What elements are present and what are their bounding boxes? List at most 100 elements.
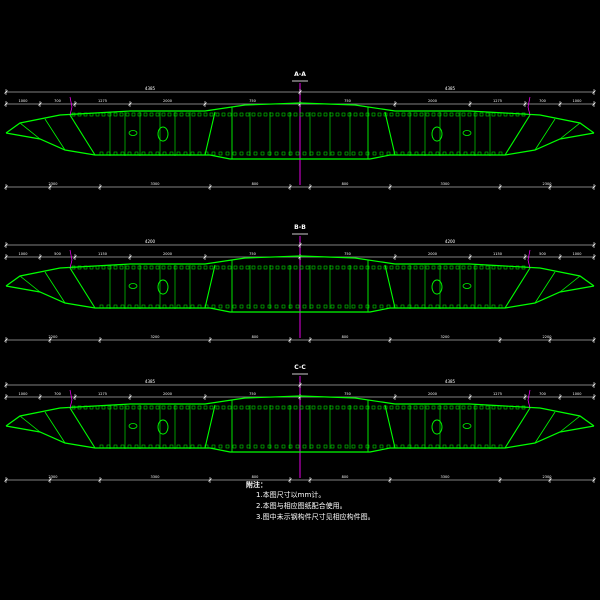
deck-u-rib [443,112,448,117]
bottom-u-rib [134,304,139,309]
dimension-tick [203,395,207,399]
bottom-u-rib [491,151,496,156]
deck-u-rib [161,265,166,270]
top-dim-value: 700 [539,392,546,396]
section-label: C-C [294,364,306,371]
deck-u-rib [83,405,88,410]
bottom-u-rib [267,444,272,449]
deck-u-rib [203,265,208,270]
deck-u-rib [221,405,226,410]
right-fairing-brace [559,122,581,140]
top-dim-value: 2000 [163,392,172,396]
deck-u-rib [317,405,322,410]
deck-u-rib [377,112,382,117]
top-dim-value: 750 [344,252,351,256]
deck-u-rib [221,265,226,270]
deck-u-rib [509,112,514,117]
dimension-tick [288,338,292,342]
bottom-u-rib [491,444,496,449]
dimension-tick [73,395,77,399]
deck-u-rib [251,405,256,410]
bottom-u-rib [239,151,244,156]
bottom-dim-value: 2300 [49,182,58,186]
bottom-u-rib [155,151,160,156]
bottom-u-rib [344,304,349,309]
deck-u-rib [191,405,196,410]
bottom-u-rib [134,151,139,156]
deck-u-rib [125,405,130,410]
bottom-u-rib [309,444,314,449]
deck-u-rib [311,112,316,117]
deck-u-rib [467,112,472,117]
deck-u-rib [515,112,520,117]
bottom-u-rib [477,151,482,156]
dimension-tick [498,478,502,482]
dimension-tick [592,243,596,247]
deck-u-rib [473,265,478,270]
bottom-u-rib [106,304,111,309]
bottom-u-rib [337,444,342,449]
left-manhole [157,279,169,295]
notes-title: 附注： [246,481,267,489]
bottom-u-rib [421,444,426,449]
top-dim-value: 1150 [493,252,502,256]
bottom-u-rib [211,304,216,309]
deck-u-rib [191,265,196,270]
bottom-dim-value: 3300 [441,182,450,186]
dimension-tick [4,90,8,94]
dimension-tick [98,478,102,482]
top-dim-value: 1275 [98,99,107,103]
bottom-u-rib [316,304,321,309]
dimension-tick [592,395,596,399]
bottom-u-rib [253,304,258,309]
deck-u-rib [113,265,118,270]
deck-u-rib [347,405,352,410]
deck-u-rib [245,112,250,117]
top-dim-value: 1275 [493,99,502,103]
deck-u-rib [455,405,460,410]
deck-u-rib [359,405,364,410]
deck-u-rib [401,112,406,117]
deck-u-rib [467,405,472,410]
bottom-u-rib [323,151,328,156]
bottom-u-rib [260,444,265,449]
deck-u-rib [161,112,166,117]
top-dim-value: 1000 [19,252,28,256]
deck-u-rib [281,405,286,410]
left-box-inner-web [204,264,216,309]
bottom-dim-value: 2300 [543,475,552,479]
deck-u-rib [299,112,304,117]
dimension-tick [498,185,502,189]
deck-u-rib [239,112,244,117]
bottom-u-rib [302,304,307,309]
bottom-dim-value: 3200 [441,335,450,339]
dimension-tick [558,255,562,259]
deck-u-rib [443,265,448,270]
bottom-u-rib [197,304,202,309]
top-dimension-chain [4,254,596,260]
deck-u-rib [449,405,454,410]
deck-u-rib [107,405,112,410]
bottom-u-rib [365,444,370,449]
dimension-tick [523,255,527,259]
right-box-inner-web [384,111,396,156]
deck-u-rib [515,265,520,270]
deck-u-rib [149,405,154,410]
bottom-u-rib [148,444,153,449]
note-line-1: 1.本图尺寸以mm计。 [256,491,326,499]
left-manhole [157,419,169,435]
deck-u-rib [329,405,334,410]
note-line-3: 3.图中未示钢构件尺寸见相应构件图。 [256,513,375,521]
dimension-tick [308,478,312,482]
dimension-tick [393,102,397,106]
deck-u-rib [107,112,112,117]
bottom-dim-value: 800 [252,475,259,479]
deck-u-rib [473,112,478,117]
deck-u-rib [155,265,160,270]
dimension-tick [523,102,527,106]
deck-u-rib [491,265,496,270]
bottom-u-rib [155,304,160,309]
top-dim-value: 1000 [19,99,28,103]
